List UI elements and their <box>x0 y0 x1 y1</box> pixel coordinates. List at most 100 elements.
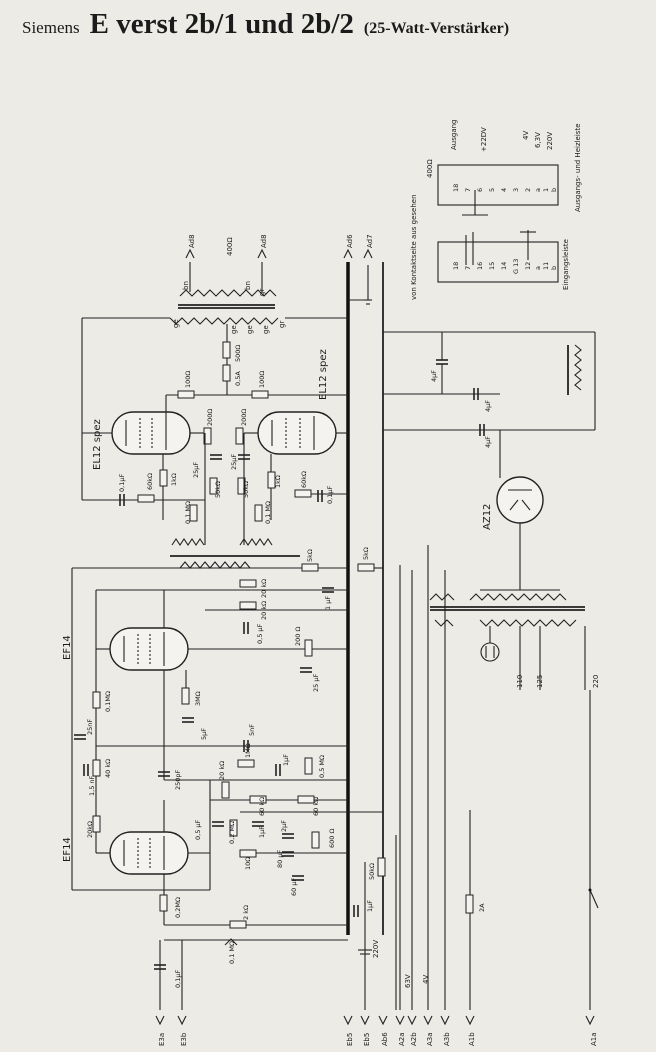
panel-output-impedance: 400Ω <box>426 159 434 178</box>
capacitor-label: 1μF <box>366 900 374 912</box>
ef14-upper-components: 20 kΩ 20 kΩ 5kΩ 5kΩ 200 Ω 0,1MΩ 3MΩ 1 μF… <box>71 547 383 890</box>
model-name: E verst 2b/1 und 2b/2 <box>89 8 354 40</box>
model-subtitle: (25-Watt-Verstärker) <box>363 20 510 37</box>
connector-panel: von Kontaktseite aus gesehen 400Ω Ausgan… <box>410 120 582 301</box>
terminal-label: Eb5 <box>363 1033 371 1046</box>
capacitor-label: 0,1μF <box>174 970 182 988</box>
terminal-label: A3b <box>443 1032 451 1046</box>
capacitor-label: 25μF <box>230 454 238 470</box>
supply-tap-label: 220 <box>592 675 600 688</box>
tube-label-az12: AZ12 <box>482 504 493 530</box>
page-title: Siemens E verst 2b/1 und 2b/2 (25-Watt-V… <box>22 8 509 42</box>
resistor-label: 500Ω <box>234 345 242 362</box>
terminal-label: A2a <box>398 1032 406 1046</box>
tap-label: ge <box>230 325 238 334</box>
capacitor-label: 0,1μF <box>118 474 126 492</box>
resistor-label: 0,1 MΩ <box>264 501 272 524</box>
panel-pin: a <box>534 188 542 192</box>
resistor-label: 0,1MΩ <box>104 691 112 712</box>
ef14-lower-components: 20kΩ 40 kΩ 1,5 nF 250pF 1MΩ 0,5 MΩ 1μF 2… <box>72 743 386 1010</box>
supply-label: 4V <box>422 975 430 984</box>
tap-label: ge <box>262 325 270 334</box>
terminal-label: A1b <box>468 1032 476 1046</box>
panel-pin: 12 <box>524 262 532 270</box>
panel-pin: 14 <box>500 262 508 270</box>
capacitor-label: 4μF <box>484 436 492 448</box>
panel-output-rating: +22DV <box>480 127 488 152</box>
panel-output-label: Ausgang <box>450 120 458 151</box>
tap-label: ge <box>172 319 180 328</box>
panel-pin: b <box>550 188 558 192</box>
terminal-label: A2b <box>410 1032 418 1046</box>
tap-label: bn <box>182 281 190 290</box>
el12-tube-right <box>244 411 348 455</box>
panel-pin: 11 <box>542 262 550 270</box>
capacitor-label: 0,5 μF <box>256 623 264 644</box>
supply-tap-label: 110 <box>516 675 524 688</box>
panel-pin: a <box>534 266 542 270</box>
tube-label-ef14-upper: EF14 <box>62 635 73 660</box>
capacitor-label: 2μF <box>280 820 288 832</box>
resistor-label: 600 Ω <box>328 829 336 848</box>
capacitor-label: 60 μF <box>290 878 298 896</box>
resistor-label: 50kΩ <box>214 481 222 498</box>
terminal-label: Ad8 <box>188 234 196 248</box>
resistor-label: 10Ω <box>244 857 252 870</box>
bottom-terminals: E3a E3b Eb5 Eb5 Ab6 A2a A2b A3a A3b A1b … <box>155 940 598 1046</box>
capacitor-label: 25nF <box>86 719 94 735</box>
panel-pin: b <box>550 266 558 270</box>
terminal-label: Ad6 <box>346 234 354 248</box>
panel-pin: 7 <box>464 188 472 192</box>
tap-label: gr <box>278 321 286 328</box>
panel-pin: 2 <box>524 188 532 192</box>
ef14-tube-upper <box>96 590 348 671</box>
resistor-label: 1kΩ <box>274 475 282 488</box>
panel-output-strip-title: Ausgangs- und Heizleiste <box>574 123 582 212</box>
capacitor-label: 250pF <box>174 769 182 790</box>
resistor-label: 0,5 MΩ <box>318 755 326 778</box>
capacitor-label: 1 μF <box>324 596 332 610</box>
capacitor-label: 0,1μF <box>326 486 334 504</box>
resistor-label: 20 kΩ <box>218 761 226 780</box>
panel-pin: 5 <box>488 188 496 192</box>
resistor-label: 1MΩ <box>244 743 252 758</box>
resistor-label: 60 kΩ <box>258 797 266 816</box>
resistor-label: 2 kΩ <box>242 905 250 920</box>
resistor-label: 50kΩ <box>368 863 376 880</box>
resistor-label: 3MΩ <box>194 691 202 706</box>
panel-pin: 7 <box>464 266 472 270</box>
panel-pin: G 13 <box>512 259 520 274</box>
power-supply: 4μF 4μF 4μF AZ12 <box>383 331 600 914</box>
resistor-label: 20kΩ <box>86 821 94 838</box>
resistor-label: 50kΩ <box>242 481 250 498</box>
panel-pin: 16 <box>476 262 484 270</box>
panel-pin: 15 <box>488 262 496 270</box>
resistor-label: 100Ω <box>258 371 266 388</box>
capacitor-label: 25μF <box>192 462 200 478</box>
supply-label: 220V <box>372 940 380 958</box>
output-transformer <box>81 262 348 500</box>
resistor-label: 5kΩ <box>306 549 314 562</box>
resistor-label: 100Ω <box>184 371 192 388</box>
terminal-label: Eb5 <box>346 1033 354 1046</box>
terminal-label: Ad8 <box>260 234 268 248</box>
panel-pin: 6 <box>476 188 484 192</box>
resistor-label: 0,1 MΩ <box>184 501 192 524</box>
brand-name: Siemens <box>22 18 80 37</box>
capacitor-label: 1μF <box>258 826 266 838</box>
resistor-label: 0,1 MΩ <box>228 941 236 964</box>
resistor-label: 20 kΩ <box>260 601 268 620</box>
panel-voltage-label: 220V <box>546 132 554 150</box>
el12-stage-components: 100Ω 100Ω 500Ω 0,5A 200Ω 200Ω 60kΩ 1kΩ 5… <box>82 341 348 569</box>
terminal-label: A3a <box>426 1032 434 1046</box>
tube-label-el12-right: EL12 spez <box>318 349 329 400</box>
resistor-label: 5kΩ <box>362 547 370 560</box>
panel-input-strip-title: Eingangsleiste <box>562 239 570 290</box>
terminal-label: E3a <box>158 1033 166 1046</box>
resistor-label: 60 kΩ <box>312 797 320 816</box>
tube-label-ef14-lower: EF14 <box>62 837 73 862</box>
panel-pin: 18 <box>452 262 460 270</box>
resistor-label: 2A <box>478 903 486 912</box>
tap-label: gr <box>258 289 266 296</box>
terminal-label: A1a <box>590 1032 598 1046</box>
